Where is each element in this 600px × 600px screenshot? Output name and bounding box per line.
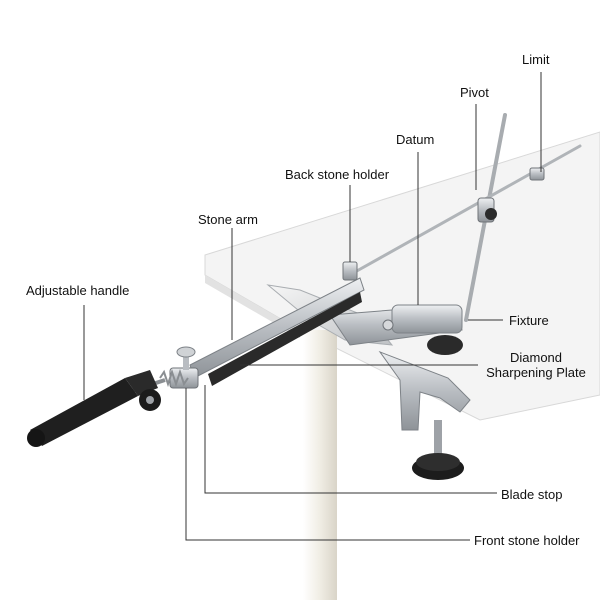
label-diamond-line2: Sharpening Plate [486,365,586,380]
adjustable-handle [27,370,166,447]
label-datum: Datum [396,132,435,147]
label-back-stone-holder: Back stone holder [285,167,390,182]
leader-blade-stop [204,385,497,494]
label-limit: Limit [522,52,550,67]
label-front-stone-holder: Front stone holder [474,533,580,548]
leader-front-stone-holder [185,388,470,541]
label-pivot: Pivot [460,85,489,100]
pivot-joint [477,197,497,223]
label-diamond-sharpening-plate: Diamond Sharpening Plate [480,350,592,380]
label-stone-arm: Stone arm [198,212,258,227]
c-clamp [378,350,471,480]
clamp-screw [434,420,442,460]
guide-rod [353,144,582,274]
thumb-screw [176,346,196,358]
diamond-plate [208,292,362,386]
label-fixture: Fixture [509,313,549,328]
limit-stop [529,167,545,181]
back-stone-holder [342,261,358,281]
table-leg [303,330,337,600]
label-adjustable-handle: Adjustable handle [26,283,130,298]
label-blade-stop: Blade stop [501,487,563,502]
leader-lines [83,72,542,541]
fixture-body [329,304,463,355]
spring [159,368,189,388]
stone-arm-assembly [159,261,365,389]
label-diamond-line1: Diamond [509,350,563,365]
